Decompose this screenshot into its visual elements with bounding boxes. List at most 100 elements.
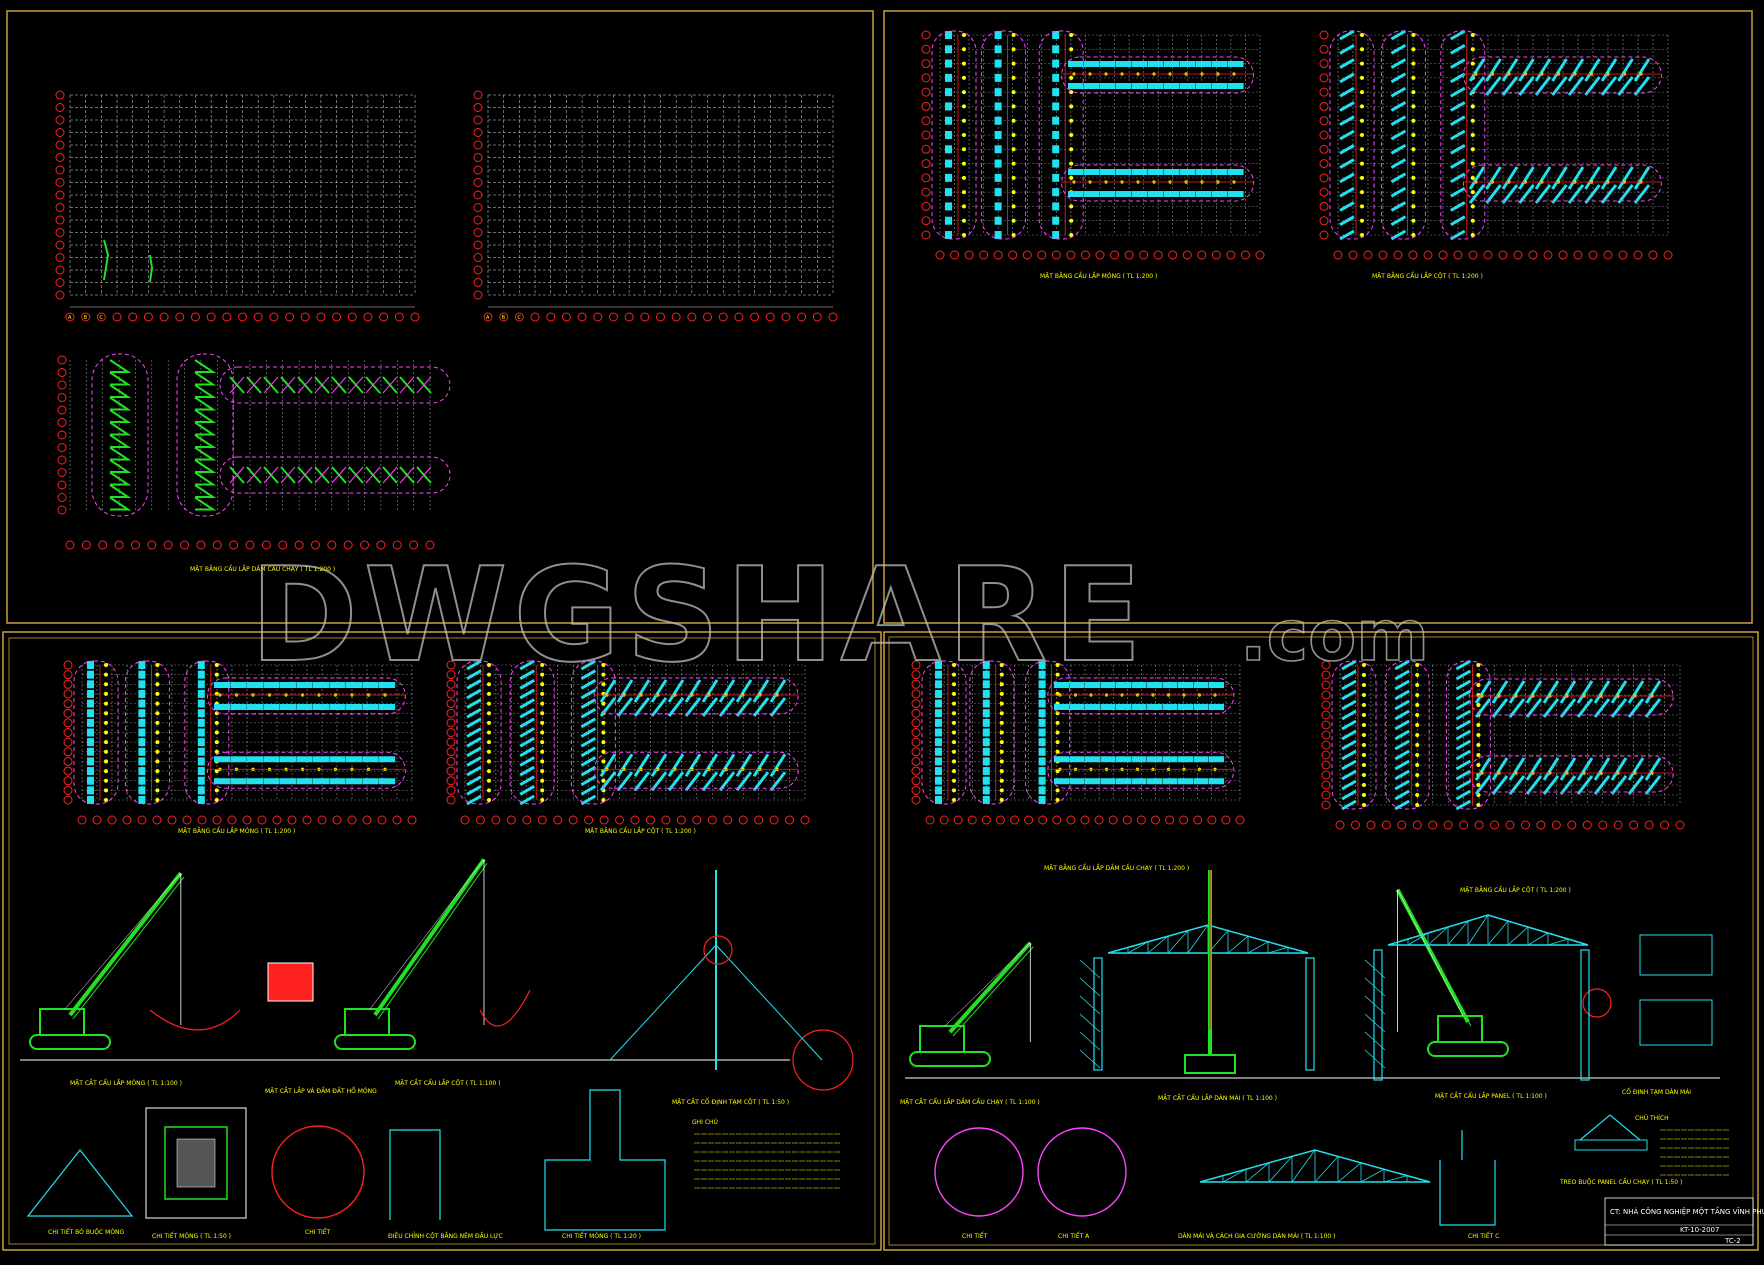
axis-bubble: [577, 312, 587, 322]
beam-marker: [769, 679, 787, 703]
axis-bubble: [92, 815, 102, 825]
column-marker: [994, 216, 1002, 225]
stop-point: [1069, 118, 1074, 123]
beam-marker: [1491, 757, 1509, 781]
axis-bubble: [122, 815, 132, 825]
roof-truss: [1387, 914, 1589, 946]
beam-diagonal: [399, 376, 415, 394]
beam-marker: [1228, 61, 1244, 67]
beam-marker: [1209, 778, 1225, 785]
beam-marker: [1116, 61, 1132, 67]
axis-bubble: [797, 312, 807, 322]
axis-bubble: [206, 312, 216, 322]
beam-marker: [1084, 61, 1100, 67]
beam-marker: [247, 778, 264, 785]
axis-bubble: [1319, 73, 1329, 83]
axis-bubble: [1010, 815, 1020, 825]
stop-point: [962, 104, 966, 109]
axis-bubble: [1094, 815, 1104, 825]
column-marker: [87, 757, 94, 766]
stop-point: [1470, 33, 1475, 37]
caption-br-sec3: MẶT CẮT CẨU LẮP PANEL ( TL 1:100 ): [1435, 1092, 1547, 1100]
beam-diagonal: [194, 359, 217, 373]
beam-marker: [1485, 166, 1502, 190]
beam-marker: [1228, 169, 1244, 175]
scaffold-brace: [1079, 1013, 1101, 1033]
column-marker: [138, 786, 146, 795]
axis-bubble: [473, 128, 483, 137]
beam-marker: [1116, 191, 1132, 197]
beam-marker: [1534, 184, 1552, 204]
truss-web: [1222, 1168, 1247, 1183]
column-marker: [1455, 679, 1472, 691]
axis-bubble: [703, 312, 713, 322]
column-marker: [982, 689, 990, 698]
stop-point: [1362, 673, 1366, 677]
column-marker: [87, 689, 94, 698]
stop-point: [1411, 133, 1416, 137]
axis-bubble: [55, 140, 65, 150]
column-marker: [519, 775, 535, 787]
axis-bubble: [1321, 750, 1331, 760]
axis-bubble: [475, 815, 485, 825]
column-marker: [1390, 29, 1407, 41]
beam-marker: [1069, 682, 1085, 688]
crane-cable: [944, 942, 1031, 1027]
beam-marker: [1148, 83, 1164, 89]
axis-bubble: [163, 540, 173, 550]
crane-path: [593, 677, 799, 715]
beam-marker: [1116, 704, 1132, 710]
crane-path: [1468, 678, 1674, 716]
beam-marker: [1132, 83, 1148, 89]
axis-bubble: [1551, 820, 1561, 830]
column-marker: [945, 59, 952, 68]
column-marker: [466, 765, 482, 777]
crane-path-plan: [921, 30, 1265, 260]
beam-marker: [1627, 698, 1645, 718]
column-marker: [1341, 659, 1357, 671]
stop-point: [962, 233, 966, 237]
beam-marker: [1559, 757, 1577, 781]
axis-bubble: [55, 253, 65, 262]
column-marker: [466, 707, 482, 719]
axis-bubble: [1321, 720, 1331, 730]
beam-marker: [313, 756, 330, 763]
beam-marker: [1054, 682, 1070, 688]
axis-bubble: [473, 290, 483, 300]
column-marker: [994, 188, 1002, 197]
column-marker: [519, 717, 535, 729]
axis-bubble: [1629, 820, 1639, 830]
beam-marker: [230, 704, 247, 710]
beam-marker: [769, 697, 787, 717]
column-marker: [1038, 689, 1046, 698]
beam-diagonal: [194, 371, 217, 386]
beam-marker: [247, 704, 264, 710]
axis-bubble: [1505, 820, 1515, 830]
stop-point: [1362, 753, 1366, 757]
column-marker: [945, 231, 952, 239]
stop-point: [952, 769, 956, 774]
beam-marker: [1474, 757, 1492, 781]
caption-br-d6: CỐ ĐỊNH TẠM DÀN MÁI: [1622, 1088, 1691, 1096]
caption-br-d5: TREO BUỘC PANEL CẦU CHẠY ( TL 1:50 ): [1559, 1178, 1682, 1186]
column-marker: [197, 670, 205, 679]
beam-marker: [1485, 184, 1502, 204]
beam-marker: [1584, 184, 1601, 204]
axis-bubble: [327, 540, 337, 550]
beam-marker: [650, 771, 668, 792]
beam-marker: [247, 756, 264, 763]
stop-point: [540, 759, 545, 764]
stop-point: [104, 663, 108, 667]
axis-bubble: [317, 815, 327, 825]
stop-point: [1470, 161, 1475, 166]
beam-diagonal: [194, 446, 217, 461]
column-marker: [138, 796, 146, 804]
steel-column: [1093, 957, 1103, 1071]
beam-diagonal: [382, 466, 398, 484]
beam-marker: [599, 679, 617, 703]
beam-marker: [1100, 682, 1116, 688]
crane-path: [1047, 677, 1235, 715]
column-marker: [1450, 201, 1466, 212]
axis-bubble: [1095, 250, 1105, 260]
column-marker: [1339, 201, 1355, 212]
